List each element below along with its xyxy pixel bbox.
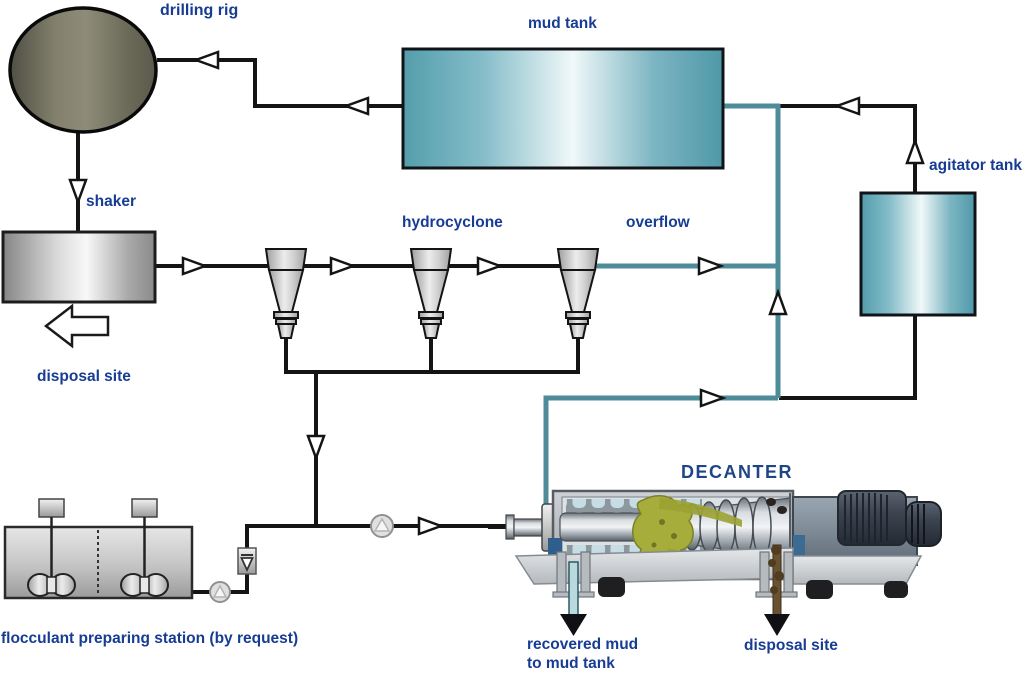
flow-arrow-left-icon bbox=[192, 50, 220, 70]
label-decanter: DECANTER bbox=[681, 462, 794, 482]
machine-foot bbox=[806, 580, 833, 599]
solids-disposal-stream bbox=[764, 544, 790, 636]
hydrocyclone-2 bbox=[409, 248, 453, 339]
output-arrow-down-icon bbox=[560, 614, 587, 636]
flow-arrow-left-icon bbox=[342, 96, 370, 116]
shaker-shape bbox=[1, 230, 157, 304]
label-agitator-tank: agitator tank bbox=[929, 157, 1023, 174]
pipe-agitator-to-mudtank bbox=[777, 104, 917, 195]
solids-port bbox=[777, 506, 787, 514]
inline-devices bbox=[209, 514, 394, 603]
agitator-1 bbox=[27, 498, 76, 597]
flow-arrow-left-icon bbox=[833, 96, 861, 116]
recovered-mud-chute bbox=[552, 551, 595, 598]
label-overflow: overflow bbox=[626, 214, 690, 231]
agitator-tank-shape bbox=[859, 191, 977, 317]
machine-foot bbox=[598, 577, 625, 597]
decanter-graphic bbox=[488, 489, 942, 599]
label-flocculant-station: flocculant preparing station (by request… bbox=[1, 630, 299, 647]
drilling-rig-shape bbox=[8, 6, 158, 134]
recovered-mud-stream bbox=[560, 561, 587, 636]
motor-fins bbox=[844, 493, 888, 543]
feed-pump-triangle-icon bbox=[373, 517, 391, 532]
motor bbox=[837, 490, 907, 546]
flow-arrow-down-icon bbox=[68, 178, 88, 206]
flow-arrow-right-icon bbox=[181, 256, 209, 276]
hydrocyclone-3 bbox=[556, 248, 600, 339]
flow-arrow-up-icon bbox=[768, 288, 788, 316]
flow-arrow-right-icon bbox=[697, 256, 725, 276]
flow-arrow-right-icon bbox=[699, 388, 727, 408]
hydrocyclone-battery bbox=[264, 248, 600, 339]
disposal-arrow-icon bbox=[43, 303, 110, 349]
flocculant-station bbox=[3, 498, 194, 600]
solids-chute bbox=[755, 551, 798, 598]
flow-arrows bbox=[68, 50, 925, 536]
dosing-valve-icon bbox=[237, 547, 257, 575]
label-drilling-rig: drilling rig bbox=[160, 2, 239, 19]
agitator-motor-icon bbox=[38, 498, 65, 518]
output-arrow-down-icon bbox=[764, 614, 790, 636]
label-hydrocyclone: hydrocyclone bbox=[402, 214, 503, 231]
mud-tank-shape bbox=[401, 47, 725, 170]
base-skid bbox=[792, 555, 923, 585]
flow-arrow-right-icon bbox=[476, 256, 504, 276]
agitator-2 bbox=[120, 498, 169, 597]
agitator-motor-icon bbox=[131, 498, 158, 518]
solids-port bbox=[766, 498, 776, 506]
feed-flange bbox=[505, 514, 515, 540]
label-shaker: shaker bbox=[86, 193, 136, 210]
flow-arrow-right-icon bbox=[417, 516, 445, 536]
label-disposal-site-right: disposal site bbox=[744, 637, 838, 654]
flocculant-pump-triangle-icon bbox=[212, 584, 228, 598]
hydrocyclone-1 bbox=[264, 248, 308, 339]
flow-arrow-up-icon bbox=[905, 137, 925, 165]
pipe-junction-to-agitator bbox=[779, 313, 917, 400]
flow-arrow-right-icon bbox=[329, 256, 357, 276]
label-disposal-site-left: disposal site bbox=[37, 368, 131, 385]
flow-arrow-down-icon bbox=[306, 434, 326, 462]
label-recovered-mud: recovered mud to mud tank bbox=[527, 636, 639, 673]
machine-foot bbox=[884, 581, 908, 598]
pipe-hydrocyclone-underflow bbox=[284, 336, 580, 528]
label-mud-tank: mud tank bbox=[528, 15, 597, 32]
